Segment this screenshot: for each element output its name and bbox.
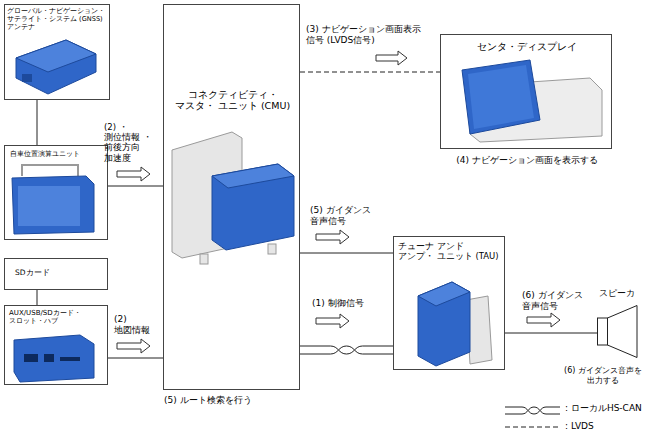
signal-arrow	[376, 51, 407, 65]
antenna-box: グローバル・ナビゲーション・ サテライト・システム (GNSS) アンテナ	[4, 4, 110, 100]
signal-label: (2) ・測位情報 ・前後方向 加速度	[104, 122, 156, 163]
twisted-pair-symbol	[522, 407, 546, 414]
twisted-pair-symbol	[522, 407, 546, 414]
node-caption: (6) ガイダンス音声を 出力する	[561, 366, 645, 385]
twisted-pair-symbol	[505, 407, 560, 414]
signal-line	[505, 333, 597, 334]
hub-illustration	[60, 357, 80, 361]
node-title: 自車位置演算ユニット	[10, 150, 104, 158]
cmu-illustration	[200, 254, 208, 264]
signal-arrow	[316, 314, 349, 328]
tau-box: チューナ アンド アンプ・ ユニット (TAU)	[393, 236, 505, 370]
signal-line	[300, 253, 393, 254]
cmu-box: コネクティビティ・マスタ・ ユニット (CMU)(5) ルート検索を行う	[163, 4, 300, 390]
speaker-outline	[598, 318, 608, 345]
node-title: センタ・ディスプレイ	[445, 41, 609, 52]
signal-line	[108, 358, 163, 359]
unit-box: 自車位置演算ユニット	[4, 145, 108, 240]
display-box: センタ・ディスプレイ(4) ナビゲーション画面を表示する	[440, 34, 612, 149]
twisted-pair	[300, 344, 393, 356]
node-caption: (4) ナビゲーション画面を表示する	[427, 155, 627, 166]
unit-illustration	[18, 186, 80, 226]
hub-illustration	[44, 354, 54, 362]
signal-arrow	[527, 313, 560, 327]
signal-label: (2) 地図情報	[114, 314, 162, 336]
signal-line	[37, 290, 38, 305]
hub-illustration	[14, 335, 94, 382]
cmu-illustration	[268, 244, 276, 254]
speaker-outline	[608, 306, 638, 358]
speaker-symbol: スピーカ(6) ガイダンス音声を 出力する	[597, 305, 638, 358]
antenna-illustration	[22, 74, 32, 82]
legend-text: : LVDS	[565, 421, 594, 431]
signal-arrow	[117, 167, 150, 181]
signal-line	[108, 186, 163, 187]
tau-illustration	[418, 282, 470, 306]
node-title: スピーカ	[587, 288, 647, 299]
twisted-pair	[331, 344, 363, 356]
node-title: チューナ アンド アンプ・ ユニット (TAU)	[398, 241, 502, 261]
legend-text: : ローカルHS-CAN	[565, 403, 642, 413]
signal-line	[37, 100, 38, 145]
dashed-line-symbol	[505, 427, 560, 428]
unit-illustration	[12, 176, 94, 234]
lvds-line	[300, 72, 440, 73]
hub-illustration	[24, 354, 38, 362]
display-illustration	[462, 60, 540, 134]
display-illustration	[468, 65, 534, 129]
antenna-illustration	[16, 40, 96, 94]
cmu-illustration	[212, 164, 294, 188]
sd-card-box: SDカード	[4, 258, 108, 290]
node-title: SDカード	[15, 268, 105, 277]
node-title: AUX/USB/SDカード・ スロット・ハブ	[9, 309, 105, 326]
tau-illustration	[418, 282, 470, 366]
signal-label: (5) ガイダンス 音声信号	[310, 205, 390, 227]
signal-label: (1) 制御信号	[312, 298, 392, 309]
twisted-pair	[331, 346, 363, 354]
node-caption: (5) ルート検索を行う	[164, 395, 314, 406]
node-title: コネクティビティ・マスタ・ ユニット (CMU)	[168, 89, 297, 112]
signal-arrow	[117, 339, 150, 353]
speaker-outline	[597, 305, 638, 358]
antenna-illustration	[16, 40, 96, 72]
cmu-illustration	[212, 164, 294, 250]
legend-entry: : ローカルHS-CAN	[565, 403, 642, 414]
twisted-pair	[331, 346, 363, 354]
signal-label: (3) ナビゲーション画面表示 信号 (LVDS信号)	[306, 24, 438, 46]
unit-illustration	[22, 165, 78, 176]
hub-box: AUX/USB/SDカード・ スロット・ハブ	[4, 305, 108, 385]
node-title: グローバル・ナビゲーション・ サテライト・システム (GNSS) アンテナ	[7, 8, 107, 32]
signal-label: (6) ガイダンス 音声信号	[522, 290, 596, 312]
signal-arrow	[316, 230, 349, 244]
legend-entry: : LVDS	[565, 421, 594, 432]
